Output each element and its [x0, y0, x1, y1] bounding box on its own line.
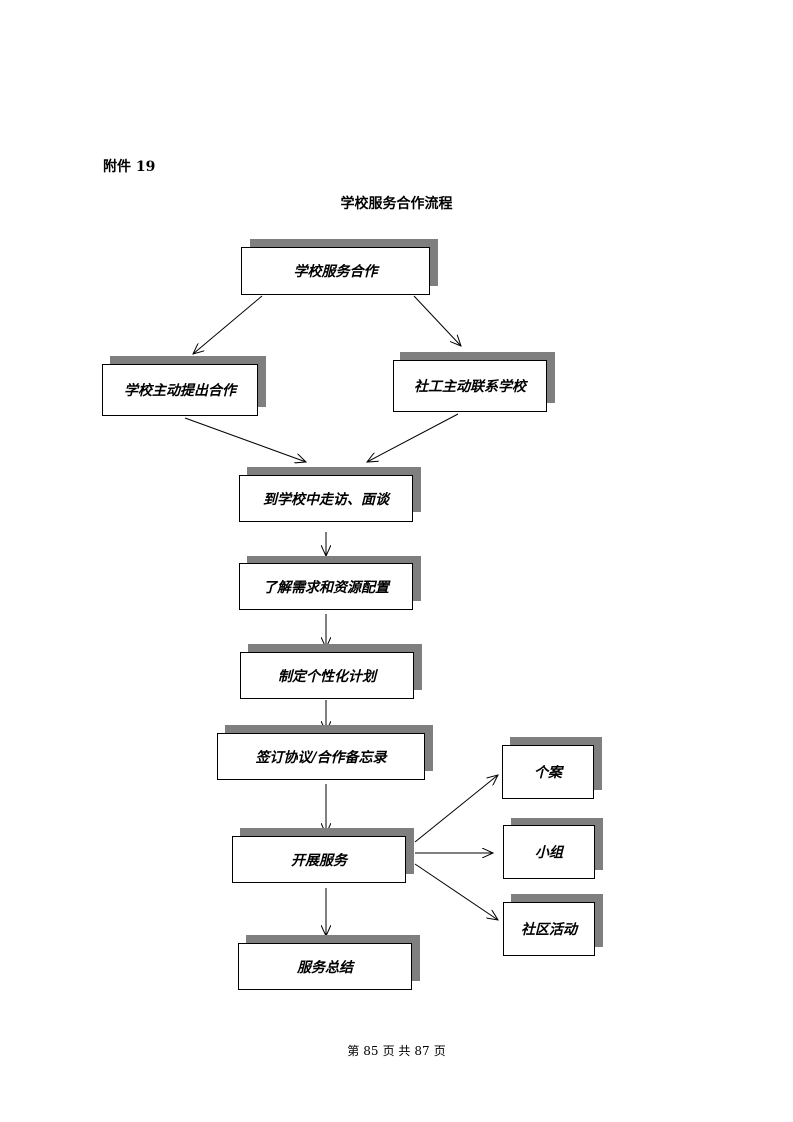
node-start: 学校服务合作	[241, 247, 430, 295]
node-service: 开展服务	[232, 836, 406, 883]
footer-page-number: 85	[363, 1044, 379, 1058]
node-social-worker-contacts: 社工主动联系学校	[393, 360, 547, 412]
node-school-initiates: 学校主动提出合作	[102, 364, 258, 416]
node-summary: 服务总结	[238, 943, 412, 990]
footer-page-total: 87	[414, 1044, 430, 1058]
node-agreement: 签订协议/合作备忘录	[217, 733, 425, 780]
arrow-service-to-community	[414, 863, 498, 920]
footer-middle: 页 共	[382, 1044, 411, 1058]
arrow-school-to-visit	[184, 417, 306, 462]
node-needs: 了解需求和资源配置	[239, 563, 413, 610]
arrow-socialworker-to-visit	[367, 413, 459, 462]
node-plan: 制定个性化计划	[240, 652, 414, 699]
arrow-service-to-case	[414, 775, 498, 843]
attachment-label: 附件 19	[103, 159, 156, 175]
footer-suffix: 页	[433, 1044, 446, 1058]
diagram-title: 学校服务合作流程	[340, 196, 453, 212]
node-case: 个案	[502, 745, 594, 799]
node-community: 社区活动	[503, 902, 595, 956]
footer-prefix: 第	[347, 1044, 360, 1058]
arrow-start-to-socialworker	[413, 295, 461, 346]
node-visit: 到学校中走访、面谈	[239, 475, 413, 522]
node-group: 小组	[503, 825, 595, 879]
arrow-start-to-school	[193, 295, 263, 354]
